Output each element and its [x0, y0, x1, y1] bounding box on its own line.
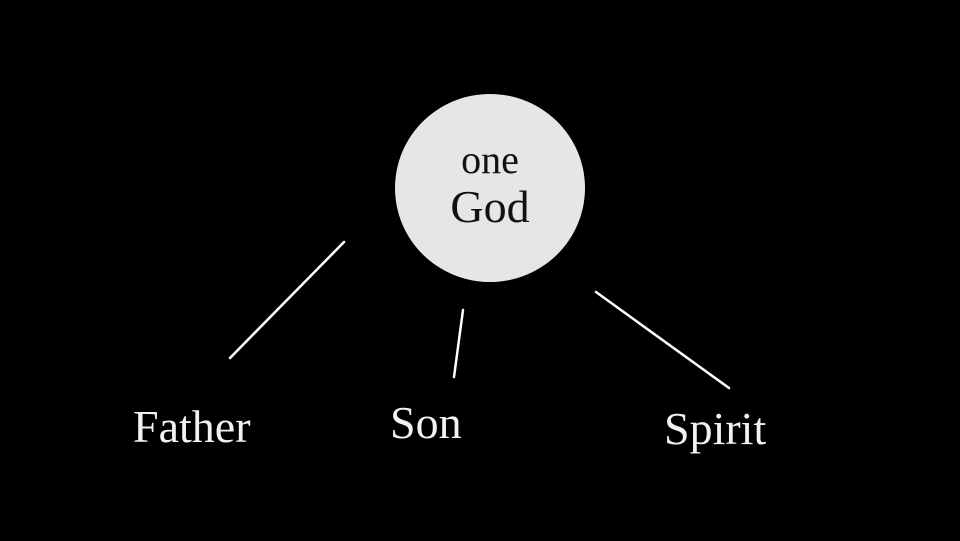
son-label: Son — [390, 397, 462, 448]
center-label-line2: God — [450, 181, 530, 232]
connector-spirit — [594, 290, 731, 390]
one-god-node: one God — [395, 94, 585, 282]
connector-son — [452, 308, 465, 379]
connector-father — [228, 240, 346, 360]
spirit-label: Spirit — [664, 403, 767, 454]
father-label: Father — [133, 401, 251, 452]
center-label-line1: one — [461, 137, 519, 182]
